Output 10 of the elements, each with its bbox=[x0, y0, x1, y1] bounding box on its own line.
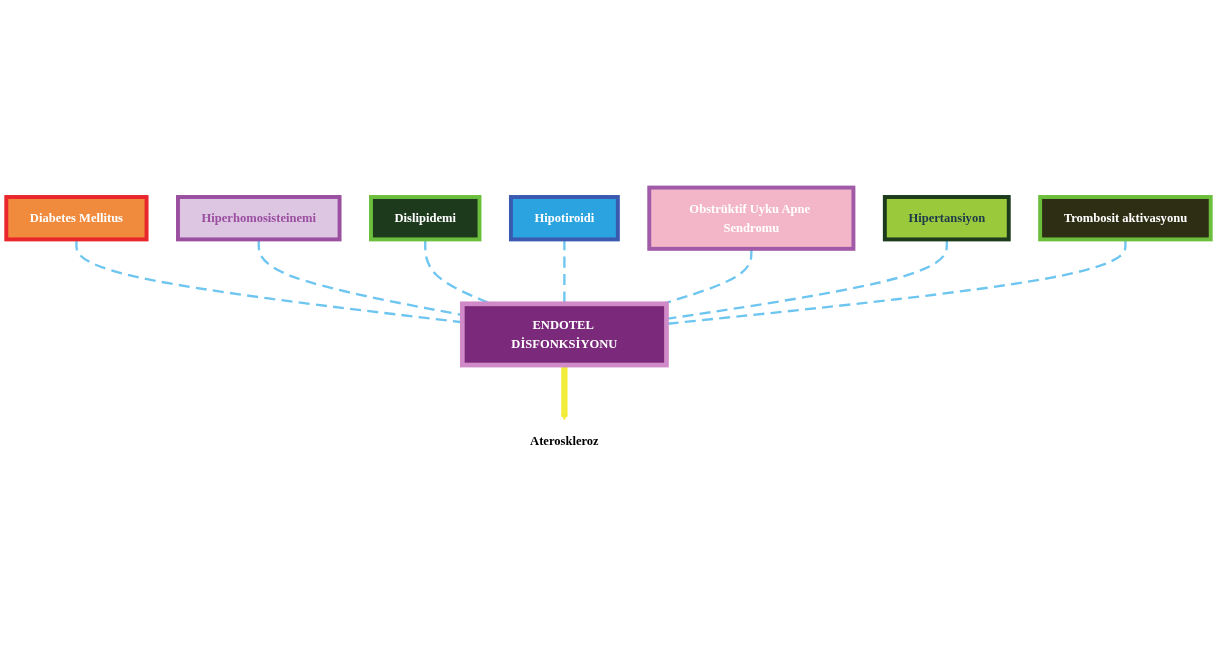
node-box: Obstrüktif Uyku Apne Sendromu bbox=[647, 185, 856, 251]
node-box: Hipertansiyon bbox=[882, 194, 1011, 241]
node-box: Trombosit aktivasyonu bbox=[1038, 194, 1213, 241]
node-box: Hiperhomosisteinemi bbox=[176, 194, 342, 241]
node-box: ENDOTEL DİSFONKSİYONU bbox=[459, 300, 669, 367]
node-box: Hipotiroidi bbox=[508, 194, 620, 241]
node-text: Ateroskleroz bbox=[530, 433, 599, 447]
arrow bbox=[560, 364, 568, 420]
node-box: Dislipidemi bbox=[369, 194, 482, 241]
node-box: Diabetes Mellitus bbox=[4, 194, 149, 241]
